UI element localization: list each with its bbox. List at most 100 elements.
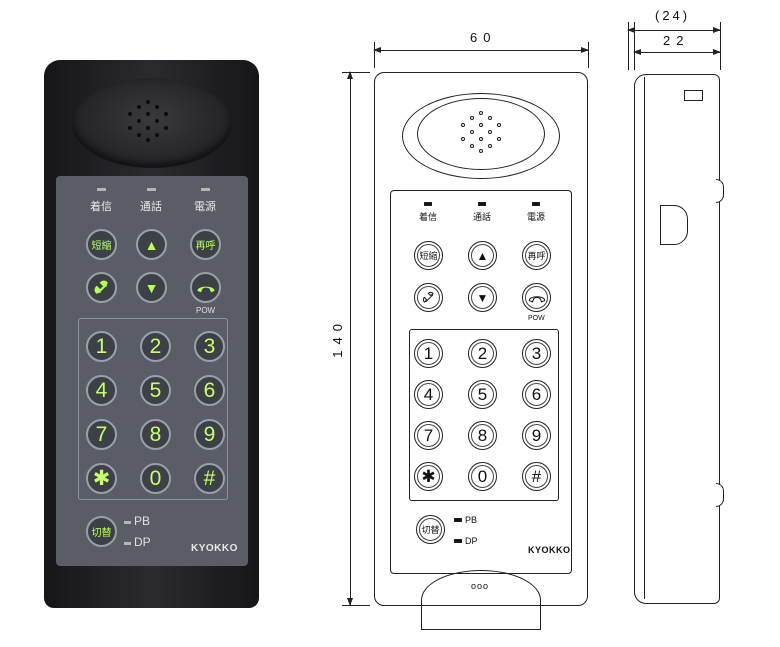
depth-total-extension [628, 22, 629, 70]
depth-dimension-line [633, 49, 721, 55]
speaker-hole [146, 100, 150, 104]
speaker-hole [488, 116, 492, 120]
key-6[interactable]: 6 [194, 375, 225, 406]
pb-label: PB [134, 514, 151, 528]
speaker-holes-outline [461, 111, 501, 153]
earpiece [72, 78, 232, 168]
led-incoming [97, 188, 106, 191]
speaker-hole [155, 133, 159, 137]
depth-extension-right [720, 22, 721, 70]
depth-total-dimension-line [627, 27, 721, 33]
key-outline-8: 8 [468, 421, 497, 450]
switch-key-outline: 切替 [416, 515, 445, 544]
speaker-hole [137, 133, 141, 137]
depth-total-dimension: (24) [655, 8, 691, 23]
key-8[interactable]: 8 [140, 419, 171, 450]
key-star[interactable]: ✱ [86, 463, 117, 494]
dp-label: DP [134, 535, 151, 549]
speaker-hole [137, 119, 141, 123]
speed-dial-key-outline: 短縮 [414, 241, 443, 270]
key-4[interactable]: 4 [86, 375, 117, 406]
side-bump-top [716, 179, 724, 203]
side-indicator-window [684, 90, 703, 101]
key-hash[interactable]: # [194, 463, 225, 494]
brand-logo: KYOKKO [191, 543, 238, 554]
speaker-hole [497, 137, 501, 141]
depth-extension-left [634, 22, 635, 70]
height-extension-top [342, 72, 370, 73]
key-outline-6: 6 [522, 380, 551, 409]
down-button[interactable]: ▼ [136, 272, 167, 303]
speaker-hole [488, 144, 492, 148]
up-button[interactable]: ▲ [136, 229, 167, 260]
key-5[interactable]: 5 [140, 375, 171, 406]
up-arrow-icon: ▲ [144, 236, 159, 253]
phone-off-hook-icon [422, 291, 434, 303]
dp-label-outline: DP [465, 536, 478, 546]
phone-on-hook-icon [528, 295, 545, 302]
speaker-hole [479, 149, 483, 153]
down-arrow-icon: ▼ [476, 290, 489, 305]
width-dimension: 60 [470, 30, 497, 45]
side-clip [660, 205, 688, 245]
speaker-hole [497, 123, 501, 127]
label-incoming: 着信 [90, 201, 112, 213]
digit-keypad [78, 318, 228, 500]
microphone-holes: ooo [471, 581, 490, 591]
speaker-hole [470, 116, 474, 120]
redial-key-outline: 再呼 [522, 241, 551, 270]
led-pb-outline [454, 518, 462, 522]
speaker-hole [461, 137, 465, 141]
brand-logo-outline: KYOKKO [528, 545, 571, 555]
speaker-hole [137, 105, 141, 109]
switch-button[interactable]: 切替 [86, 516, 117, 547]
on-hook-button[interactable] [190, 272, 221, 303]
speaker-hole [128, 112, 132, 116]
speaker-hole [146, 138, 150, 142]
led-dp [124, 542, 131, 545]
key-2[interactable]: 2 [140, 331, 171, 362]
side-view-drawing [634, 74, 724, 604]
key-7[interactable]: 7 [86, 419, 117, 450]
key-outline-7: 7 [414, 421, 443, 450]
width-extension-left [374, 42, 375, 68]
height-dimension-line [347, 71, 353, 606]
key-9[interactable]: 9 [194, 419, 225, 450]
key-outline-1: 1 [414, 339, 443, 368]
label-power: 電源 [194, 201, 216, 213]
pow-label: POW [196, 306, 216, 315]
digit-keypad-outline [409, 329, 559, 501]
speaker-hole [479, 123, 483, 127]
key-outline-0: 0 [468, 462, 497, 491]
width-dimension-line [373, 47, 589, 53]
key-outline-4: 4 [414, 380, 443, 409]
up-arrow-icon: ▲ [476, 248, 489, 263]
key-3[interactable]: 3 [194, 331, 225, 362]
speaker-hole [164, 112, 168, 116]
speaker-hole [470, 130, 474, 134]
key-outline-hash: # [522, 462, 551, 491]
pb-label-outline: PB [465, 515, 478, 525]
down-key-outline: ▼ [468, 283, 497, 312]
phone-on-hook-icon [196, 286, 215, 292]
height-extension-bottom [342, 605, 370, 606]
led-talk [147, 188, 156, 191]
key-0[interactable]: 0 [140, 463, 171, 494]
speaker-hole [470, 144, 474, 148]
depth-dimension: 22 [663, 33, 690, 48]
side-edge-line [644, 77, 647, 599]
speed-dial-button[interactable]: 短縮 [86, 229, 117, 260]
speaker-hole [479, 137, 483, 141]
key-1[interactable]: 1 [86, 331, 117, 362]
led-talk-outline [478, 202, 486, 206]
led-incoming-outline [424, 202, 432, 206]
off-hook-button[interactable] [86, 272, 117, 303]
earpiece-outline [402, 93, 560, 179]
phone-off-hook-icon [94, 280, 108, 294]
pow-label-outline: POW [528, 315, 545, 322]
led-power [201, 188, 210, 191]
redial-button[interactable]: 再呼 [190, 229, 221, 260]
led-dp-outline [454, 539, 462, 543]
